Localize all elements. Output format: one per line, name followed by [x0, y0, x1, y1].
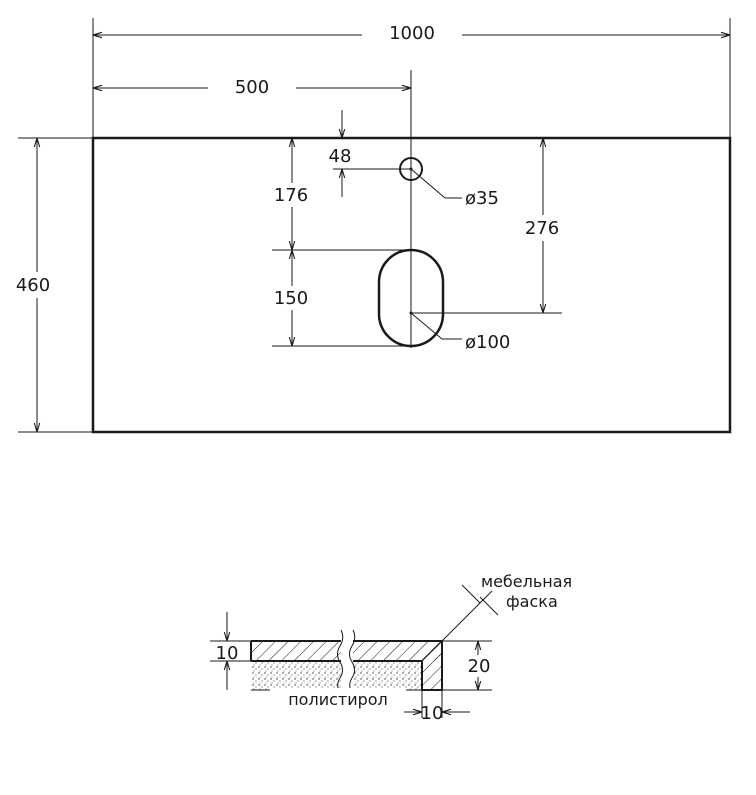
dim-edge-height: 20 [468, 656, 491, 677]
chamfer-label-line1: мебельная [481, 572, 572, 591]
tap-hole [399, 157, 423, 181]
dim-half-width: 500 [235, 77, 269, 98]
dim-to-drain-center: 276 [525, 218, 559, 239]
dim-top-thickness: 10 [216, 643, 239, 664]
plan-view: 1000 500 460 48 176 150 276 ø3 [10, 18, 732, 434]
leader-chamfer [431, 590, 493, 652]
dim-width: 1000 [389, 23, 435, 44]
dim-to-drain: 176 [274, 185, 308, 206]
core-material-label: полистирол [288, 690, 388, 709]
drain-diameter: ø100 [465, 332, 510, 353]
dim-depth: 460 [16, 275, 50, 296]
drain-slot [377, 248, 445, 348]
dim-edge-width: 10 [421, 703, 444, 724]
edge-profile-hatch [422, 641, 442, 690]
leader-tap-hole [410, 168, 446, 199]
section-outline [251, 640, 443, 691]
dim-tap-offset: 48 [329, 146, 352, 167]
chamfer-label-line2: фаска [506, 592, 558, 611]
dim-drain-length: 150 [274, 288, 308, 309]
leader-drain [410, 312, 443, 340]
foam-core [251, 661, 422, 690]
section-view: 10 20 10 мебельная фаска полистирол [210, 572, 572, 724]
tap-hole-diameter: ø35 [465, 188, 499, 209]
